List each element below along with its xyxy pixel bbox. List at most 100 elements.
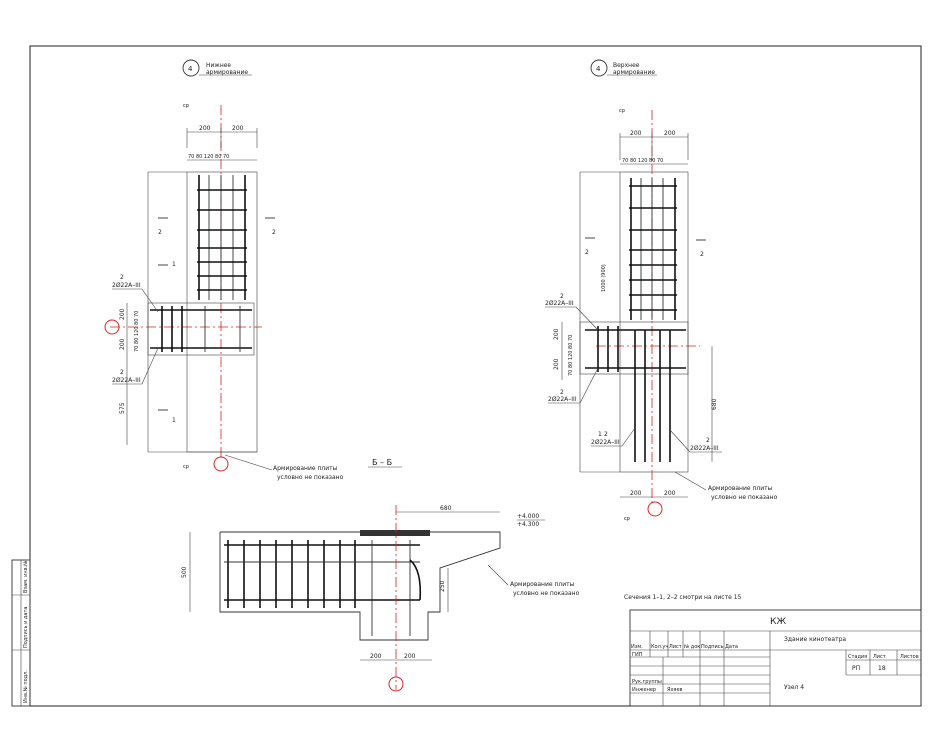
- group-lead-label: Рук.группы: [632, 679, 662, 685]
- rebar-mark: 2: [706, 437, 710, 444]
- dim-200: 200: [664, 130, 676, 137]
- col-data: Дата: [725, 644, 738, 650]
- margin-inv-label: Инв.№ подл.: [23, 670, 29, 703]
- cp-label: cp: [624, 516, 630, 522]
- slab-note-line2: условно не показано: [277, 474, 344, 481]
- cp-label: cp: [183, 103, 189, 109]
- rebar-mark: 1: [598, 431, 602, 438]
- rebar-spec: 2Ø22A–III: [548, 396, 577, 403]
- dim-row: 70 80 120 80 70: [622, 158, 663, 164]
- slab-note-line1: Армирование плиты: [708, 485, 773, 492]
- dim-200: 200: [119, 338, 126, 350]
- rebar-mark: 2: [120, 369, 124, 376]
- margin-sign-label: Подпись и дата: [23, 607, 29, 648]
- dim-200: 200: [630, 130, 642, 137]
- stage-value: РП: [852, 665, 860, 672]
- rebar-mark: 2: [604, 431, 608, 438]
- dim-200: 200: [553, 328, 560, 340]
- col-ndok: № док: [684, 644, 700, 650]
- axis-bubble-bottom: [213, 456, 229, 472]
- margin-vzam-label: Взам. инв.№: [23, 560, 29, 593]
- section-b-b: +4.000 +4.300 680 500 250: [181, 505, 580, 692]
- rebar-spec: 2Ø22A–III: [690, 445, 719, 452]
- engineer-name: Яхяев: [667, 687, 683, 693]
- left-margin-strip: Инв.№ подл. Подпись и дата Взам. инв.№: [11, 559, 31, 707]
- dim-200: 200: [199, 125, 211, 132]
- building-name: Здание кинотеатра: [784, 636, 846, 643]
- rebar-spec: 2Ø22A–III: [112, 282, 141, 289]
- elevation-1: +4.000: [517, 513, 539, 520]
- sheets-label: Листов: [900, 654, 919, 660]
- dim-680: 680: [711, 398, 718, 410]
- sections-note: Сечения 1–1, 2–2 смотри на листе 15: [624, 594, 742, 601]
- dim-250: 250: [439, 580, 446, 592]
- view-num-bottom: 4: [188, 65, 193, 73]
- axis-bubble-top: [647, 501, 663, 517]
- section-title: Б – Б: [372, 458, 392, 467]
- stage-label: Стадия: [848, 654, 867, 660]
- sheet-label: Лист: [873, 654, 886, 660]
- col-podpis: Подпись: [701, 644, 724, 650]
- rebar-spec: 2Ø22A–III: [545, 300, 574, 307]
- slab-note-line2: условно не показано: [513, 590, 580, 597]
- dim-200: 200: [664, 490, 676, 497]
- beam-rebars: [150, 306, 252, 352]
- bottom-reinforcement-view: 4 Нижнее армирование cp cp 200 200 70 80…: [104, 59, 344, 481]
- rebar-mark: 2: [120, 274, 124, 281]
- title-block: КЖ Здание кинотеатра Изм. Кол.уч Лист № …: [629, 609, 922, 707]
- cut-mark: 1: [172, 417, 176, 424]
- rebar-mark: 2: [560, 389, 564, 396]
- dim-575: 575: [119, 402, 126, 414]
- axis-bubble-section: [388, 676, 404, 692]
- col-izm: Изм.: [631, 644, 643, 650]
- col-koluch: Кол.уч: [651, 644, 668, 650]
- col-list: Лист: [669, 644, 682, 650]
- view-marker-top: [590, 59, 608, 77]
- cp-label: cp: [183, 464, 189, 470]
- rebar-spec: 2Ø22A–III: [591, 439, 620, 446]
- dim-500: 500: [181, 566, 188, 578]
- view-num-top: 4: [596, 65, 601, 73]
- dim-200: 200: [630, 490, 642, 497]
- elevation-2: +4.300: [517, 521, 539, 528]
- rebar-spec: 2Ø22A–III: [112, 377, 141, 384]
- engineer-label: Инженер: [632, 687, 656, 693]
- slab-note-line1: Армирование плиты: [510, 581, 575, 588]
- doc-code: КЖ: [770, 617, 786, 627]
- node-name: Узел 4: [784, 684, 804, 691]
- gip-label: ГИП: [632, 652, 643, 658]
- slab-note-line2: условно не показано: [711, 494, 778, 501]
- rebar-mark: 2: [560, 293, 564, 300]
- axis-bubble-left: [104, 319, 120, 335]
- dim-200: 200: [370, 653, 382, 660]
- cut-mark: 2: [700, 251, 704, 258]
- dim-200: 200: [119, 308, 126, 320]
- dim-row: 70 80 120 80 70: [134, 311, 140, 352]
- dim-row: 70 80 120 80 70: [568, 335, 574, 376]
- cut-mark: 2: [158, 229, 162, 236]
- cut-mark: 2: [272, 229, 276, 236]
- slab-hatch: [360, 530, 430, 536]
- sheet-value: 18: [878, 665, 886, 672]
- top-beam-rebars: [585, 326, 686, 462]
- dim-1000: 1000 (900): [601, 264, 607, 292]
- view-title-top-1: Верхнее: [613, 62, 640, 69]
- dim-row: 70 80 120 80 70: [188, 154, 229, 160]
- view-title-bottom-2: армирование: [206, 69, 248, 76]
- cut-mark: 1: [172, 261, 176, 268]
- view-title-bottom-1: Нижнее: [206, 62, 231, 69]
- cut-mark: 2: [585, 249, 589, 256]
- cp-label: cp: [619, 108, 625, 114]
- section-stirrups: [224, 540, 422, 636]
- dim-680: 680: [440, 505, 452, 512]
- slab-note-line1: Армирование плиты: [273, 465, 338, 472]
- sheet-frame: [29, 45, 922, 707]
- dim-200: 200: [553, 358, 560, 370]
- dim-200: 200: [232, 125, 244, 132]
- view-title-top-2: армирование: [613, 69, 655, 76]
- dim-200: 200: [404, 653, 416, 660]
- column-stirrups: [197, 175, 247, 300]
- view-marker-bottom: [182, 59, 200, 77]
